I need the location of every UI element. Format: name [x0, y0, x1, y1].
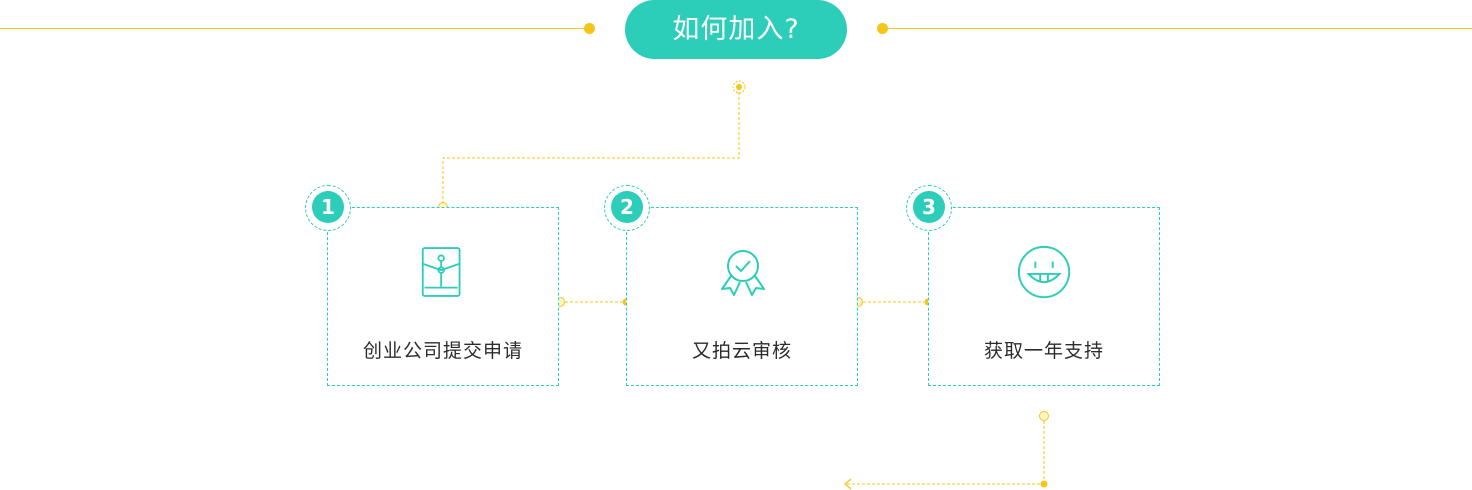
step-label-1: 创业公司提交申请: [362, 340, 523, 362]
header-dot-right: [877, 23, 888, 34]
header-line-right: [882, 28, 1472, 29]
step-label-3: 获取一年支持: [983, 340, 1104, 362]
step-badge-3: 3: [913, 191, 945, 223]
envelope-icon: [421, 247, 461, 297]
step-label-2: 又拍云审核: [691, 340, 792, 362]
step-badge-2: 2: [611, 191, 643, 223]
step-badge-1: 1: [312, 191, 344, 223]
step-card-1[interactable]: 创业公司提交申请: [327, 207, 559, 386]
header-line-left: [0, 28, 590, 29]
header-dot-left: [584, 23, 595, 34]
step-card-3[interactable]: 获取一年支持: [928, 207, 1160, 386]
smiley-icon: [1017, 245, 1071, 299]
step-card-2[interactable]: 又拍云审核: [626, 207, 858, 386]
award-icon: [721, 250, 765, 296]
join-title-pill[interactable]: 如何加入?: [625, 0, 847, 59]
